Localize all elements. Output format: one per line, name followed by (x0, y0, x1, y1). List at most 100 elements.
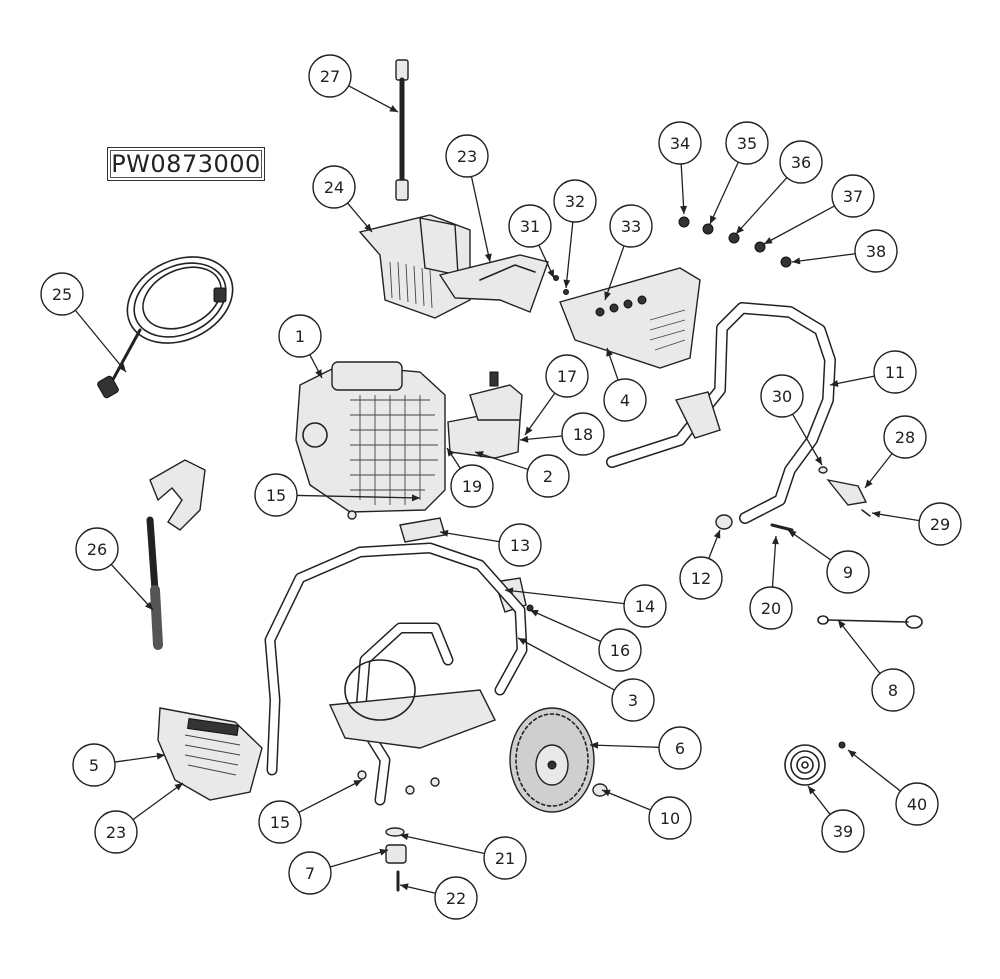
callout-circle (679, 556, 723, 600)
callout-circle (312, 165, 356, 209)
callout-14: 14 (504, 584, 667, 628)
callout-40: 40 (847, 749, 939, 826)
callout-number: 29 (930, 515, 950, 534)
callout-number: 13 (510, 536, 530, 555)
callout-27: 27 (308, 54, 399, 113)
callout-number: 25 (52, 285, 72, 304)
leader-line (74, 309, 127, 373)
callout-number: 20 (761, 599, 781, 618)
leader-arrowhead (505, 587, 514, 595)
callout-17: 17 (524, 354, 589, 436)
callout-circle (258, 800, 302, 844)
callout-circle (831, 174, 875, 218)
callout-number: 7 (305, 864, 315, 883)
callout-circle (609, 204, 653, 248)
leader-line (329, 849, 389, 868)
callout-circle (623, 584, 667, 628)
callout-circle (598, 628, 642, 672)
callout-number: 5 (89, 756, 99, 775)
callout-number: 14 (635, 597, 655, 616)
leader-line (524, 392, 556, 436)
callout-31: 31 (508, 204, 555, 279)
leader-arrowhead (174, 783, 183, 791)
leader-arrowhead (830, 379, 839, 387)
callout-3: 3 (517, 637, 655, 722)
leader-arrowhead (530, 610, 539, 617)
leader-line (837, 619, 881, 674)
callout-number: 31 (520, 217, 540, 236)
callout-number: 40 (907, 795, 927, 814)
callout-number: 10 (660, 809, 680, 828)
leader-line (439, 531, 500, 543)
leader-arrowhead (736, 225, 744, 234)
callout-29: 29 (871, 502, 962, 546)
callout-4: 4 (603, 347, 647, 422)
callout-15: 15 (258, 779, 363, 844)
control-panel (559, 267, 701, 369)
callout-21: 21 (399, 833, 527, 880)
leader-arrowhead (680, 205, 688, 214)
callout-circle (603, 378, 647, 422)
callout-34: 34 (658, 121, 702, 215)
callout-number: 6 (675, 739, 685, 758)
leader-arrowhead (400, 833, 409, 841)
callout-circle (445, 134, 489, 178)
callout-13: 13 (439, 523, 542, 567)
leader-arrowhead (118, 363, 126, 372)
callout-circle (483, 836, 527, 880)
callout-number: 19 (462, 477, 482, 496)
callout-circle (648, 796, 692, 840)
callout-number: 35 (737, 134, 757, 153)
callout-8: 8 (837, 619, 915, 712)
control-knobs (553, 216, 792, 295)
leader-line (604, 245, 625, 301)
callout-number: 16 (610, 641, 630, 660)
leader-line (132, 782, 184, 821)
leader-arrowhead (145, 601, 153, 610)
callout-number: 26 (87, 540, 107, 559)
callout-number: 9 (843, 563, 853, 582)
callout-number: 17 (557, 367, 577, 386)
leader-arrowhead (792, 257, 801, 265)
callout-32: 32 (553, 179, 597, 289)
callout-number: 15 (266, 486, 286, 505)
leader-arrowhead (440, 529, 449, 537)
leader-arrowhead (788, 530, 797, 538)
callout-circle (545, 354, 589, 398)
callout-circle (611, 678, 655, 722)
callout-number: 1 (295, 327, 305, 346)
callout-number: 37 (843, 187, 863, 206)
leader-line (298, 779, 363, 814)
callout-circle (854, 229, 898, 273)
callout-26: 26 (75, 527, 154, 611)
leader-arrowhead (606, 348, 613, 357)
leader-line (709, 161, 739, 225)
rubber-foot (385, 827, 407, 892)
callout-11: 11 (829, 350, 917, 394)
callout-number: 12 (691, 569, 711, 588)
callout-circle (450, 464, 494, 508)
callout-1: 1 (278, 314, 323, 379)
leader-arrowhead (848, 750, 857, 758)
callout-circle (658, 726, 702, 770)
callout-layer: 1234567891011121314151516171819202122232… (40, 54, 962, 920)
leader-arrowhead (771, 536, 779, 545)
leader-line (110, 564, 154, 611)
callout-number: 39 (833, 822, 853, 841)
high-pressure-hose (97, 256, 234, 399)
callout-number: 4 (620, 391, 630, 410)
callout-38: 38 (791, 229, 898, 273)
callout-16: 16 (529, 609, 642, 672)
leader-line (589, 744, 660, 748)
leader-line (787, 529, 832, 561)
callout-number: 36 (791, 153, 811, 172)
callout-circle (94, 810, 138, 854)
leader-arrowhead (872, 510, 881, 518)
leader-arrowhead (764, 237, 773, 244)
leader-arrowhead (411, 494, 420, 502)
callout-number: 3 (628, 691, 638, 710)
leader-arrowhead (604, 291, 611, 300)
leader-arrowhead (484, 253, 492, 262)
leader-line (517, 637, 615, 691)
